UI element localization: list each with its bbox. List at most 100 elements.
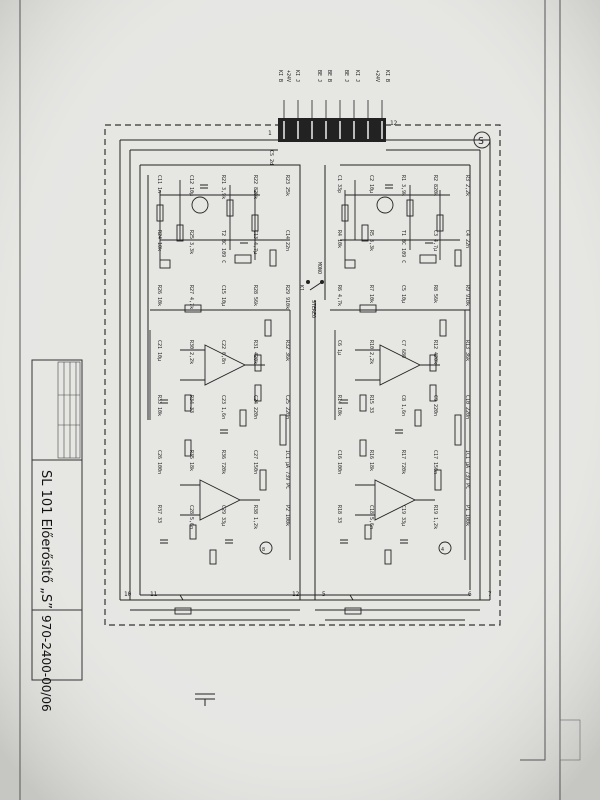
component-label: P2 100k <box>284 505 290 526</box>
component-label: C17 150n <box>432 450 438 474</box>
component-label: C2 10µ <box>368 175 374 193</box>
component-label: IC1 µA 739 PC <box>464 450 470 489</box>
opamp-j1 <box>379 344 422 386</box>
pin-label: KI B <box>277 70 283 82</box>
component-label: R8 56k <box>432 285 438 303</box>
component-label: C11 1n <box>156 175 162 193</box>
pin-label: BE B <box>326 70 332 82</box>
component-label: C9 220n <box>432 395 438 416</box>
component-label: C13 4,7µ <box>252 230 258 254</box>
component-label: C27 150n <box>252 450 258 474</box>
component-label: C8 1,6n <box>400 395 406 416</box>
component-label: R38 1,2k <box>252 505 258 529</box>
component-label: R26 10k <box>156 285 162 306</box>
legend-capacitor <box>195 693 215 706</box>
pin-number-right: 12 <box>390 120 398 127</box>
opamp-j2 <box>374 479 417 521</box>
node-number: 12 <box>292 591 300 598</box>
component-label: C29 33µ <box>220 505 226 526</box>
connector: 1 12 CS 2d <box>268 100 398 165</box>
component-label: R10 2,2k <box>368 340 374 364</box>
connector-labels: KI B +24V KI J BE J BE B BE J KI J +24V … <box>277 70 390 82</box>
component-label: R7 10k <box>368 285 374 303</box>
component-label: R28 56k <box>252 285 258 306</box>
node-number: 5 <box>322 591 326 598</box>
mode-switch: MONO STEREO K1 <box>298 262 324 318</box>
component-label: R33 10k <box>156 395 162 416</box>
channel-b <box>149 180 291 615</box>
component-label: R6 4,7k <box>336 285 342 306</box>
title-block: SL 101 Előerősítő „S” 970-2400-00/06 <box>31 359 83 712</box>
node-numbers: 10 11 12 5 6 7 8 4 <box>124 547 492 598</box>
component-label: C26 100n <box>156 450 162 474</box>
switch-label: K1 <box>298 285 304 291</box>
component-label: R3 2,2k <box>464 175 470 196</box>
sheet-border <box>19 0 561 800</box>
node-number: 6 <box>468 591 472 598</box>
component-label: R37 33 <box>156 505 162 523</box>
component-label: IC1 µA 739 PC <box>284 450 290 489</box>
component-label: R18 33 <box>336 505 342 523</box>
component-label: C16 100n <box>336 450 342 474</box>
component-label: R16 18k <box>368 450 374 471</box>
component-label: C1 33p <box>336 175 342 193</box>
mono-label: MONO <box>316 262 322 274</box>
component-label: C22 6,8n <box>220 340 226 364</box>
component-label: C5 10µ <box>400 285 406 303</box>
drawing-title: SL 101 Előerősítő „S” <box>38 470 53 609</box>
stereo-label: STEREO <box>310 300 316 318</box>
channel-node: 4 <box>441 547 444 553</box>
component-label: R34 33 <box>188 395 194 413</box>
component-label: R36 720k <box>220 450 226 474</box>
component-label: R17 720k <box>400 450 406 474</box>
pin-label: BE J <box>343 70 349 82</box>
component-label: C14 22n <box>284 230 290 251</box>
component-label: R32 36k <box>284 340 290 361</box>
pin-label: KI J <box>294 70 300 82</box>
component-label: R15 33 <box>368 395 374 413</box>
node-number: 10 <box>124 591 132 598</box>
component-label: R29 910k <box>284 285 290 309</box>
component-label: C18 5,6n <box>368 505 374 529</box>
transistor-t2 <box>191 196 209 214</box>
pin-label: +24V <box>374 70 380 82</box>
component-label: C10 220n <box>464 395 470 419</box>
component-label: R9 910k <box>464 285 470 306</box>
wiring <box>119 139 491 621</box>
component-label: R35 18k <box>188 450 194 471</box>
component-label: C24 220n <box>252 395 258 419</box>
opamp-b1 <box>204 344 247 386</box>
component-label: C25 220n <box>284 395 290 419</box>
component-label: C4 22n <box>464 230 470 248</box>
component-label: R14 10k <box>336 395 342 416</box>
channel-j <box>330 180 470 615</box>
component-label: C21 10µ <box>156 340 162 361</box>
component-label: R31 420k <box>252 340 258 364</box>
opamp-b2 <box>199 479 242 521</box>
board-outline <box>104 124 501 626</box>
component-label: R2 820k <box>432 175 438 196</box>
channel-node: 8 <box>262 547 265 553</box>
component-label: R30 2,2k <box>188 340 194 364</box>
component-label: R13 36k <box>464 340 470 361</box>
component-label: R12 420k <box>432 340 438 364</box>
component-label: C6 1µ <box>336 340 342 355</box>
component-label: R19 1,2k <box>432 505 438 529</box>
revision-table <box>57 361 81 459</box>
component-label: C12 10µ <box>188 175 194 196</box>
component-label: T1 BC 109 C <box>400 230 406 263</box>
connector-ref: CS 2d <box>268 150 274 165</box>
component-label: T2 BC 109 C <box>220 230 226 263</box>
pin-label: +24V <box>285 70 291 82</box>
component-label: R1 3,9k <box>400 175 406 196</box>
pin-label: KI B <box>384 70 390 82</box>
transistor-t1 <box>376 196 394 214</box>
component-label: R27 4,7k <box>188 285 194 309</box>
pin-label: BE J <box>316 70 322 82</box>
component-label: C23 1,6n <box>220 395 226 419</box>
component-label: R22 820k <box>252 175 258 199</box>
component-label: P1 100k <box>464 505 470 526</box>
component-label: C7 680 <box>400 340 406 358</box>
